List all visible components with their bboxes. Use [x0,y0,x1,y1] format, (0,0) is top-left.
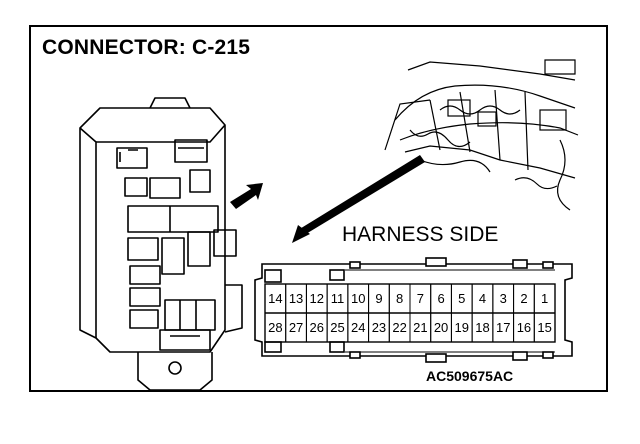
connector-c215 [254,257,573,363]
pin-top-6: 6 [437,291,444,306]
pin-top-8: 8 [396,291,403,306]
locator-arrow-left [230,183,263,209]
pin-bottom-28: 28 [268,320,282,335]
pin-bottom-25: 25 [330,320,344,335]
pin-top-4: 4 [479,291,486,306]
pin-top-7: 7 [417,291,424,306]
pin-bottom-19: 19 [455,320,469,335]
pin-bottom-23: 23 [372,320,386,335]
pin-top-14: 14 [268,291,282,306]
pin-top-1: 1 [541,291,548,306]
harness-side-label: HARNESS SIDE [342,223,499,246]
pin-bottom-20: 20 [434,320,448,335]
pin-bottom-21: 21 [413,320,427,335]
connector-title: CONNECTOR: C-215 [42,36,251,59]
pin-bottom-18: 18 [475,320,489,335]
pin-bottom-27: 27 [289,320,303,335]
locator-arrow-main [292,155,425,243]
diagram-frame [29,25,608,392]
figure-code: AC509675AC [426,368,514,384]
pin-top-10: 10 [351,291,365,306]
dashboard-illustration [384,59,579,211]
pin-top-13: 13 [289,291,303,306]
pin-top-2: 2 [520,291,527,306]
pin-top-11: 11 [331,291,345,306]
pin-bottom-15: 15 [537,320,551,335]
pin-top-12: 12 [310,291,324,306]
junction-block-illustration [79,97,243,391]
pin-top-5: 5 [458,291,465,306]
pin-cell [533,312,556,343]
pin-top-3: 3 [500,291,507,306]
pin-bottom-26: 26 [310,320,324,335]
pin-bottom-22: 22 [392,320,406,335]
pin-bottom-16: 16 [517,320,531,335]
pin-bottom-17: 17 [496,320,510,335]
pin-top-9: 9 [375,291,382,306]
pin-bottom-24: 24 [351,320,365,335]
